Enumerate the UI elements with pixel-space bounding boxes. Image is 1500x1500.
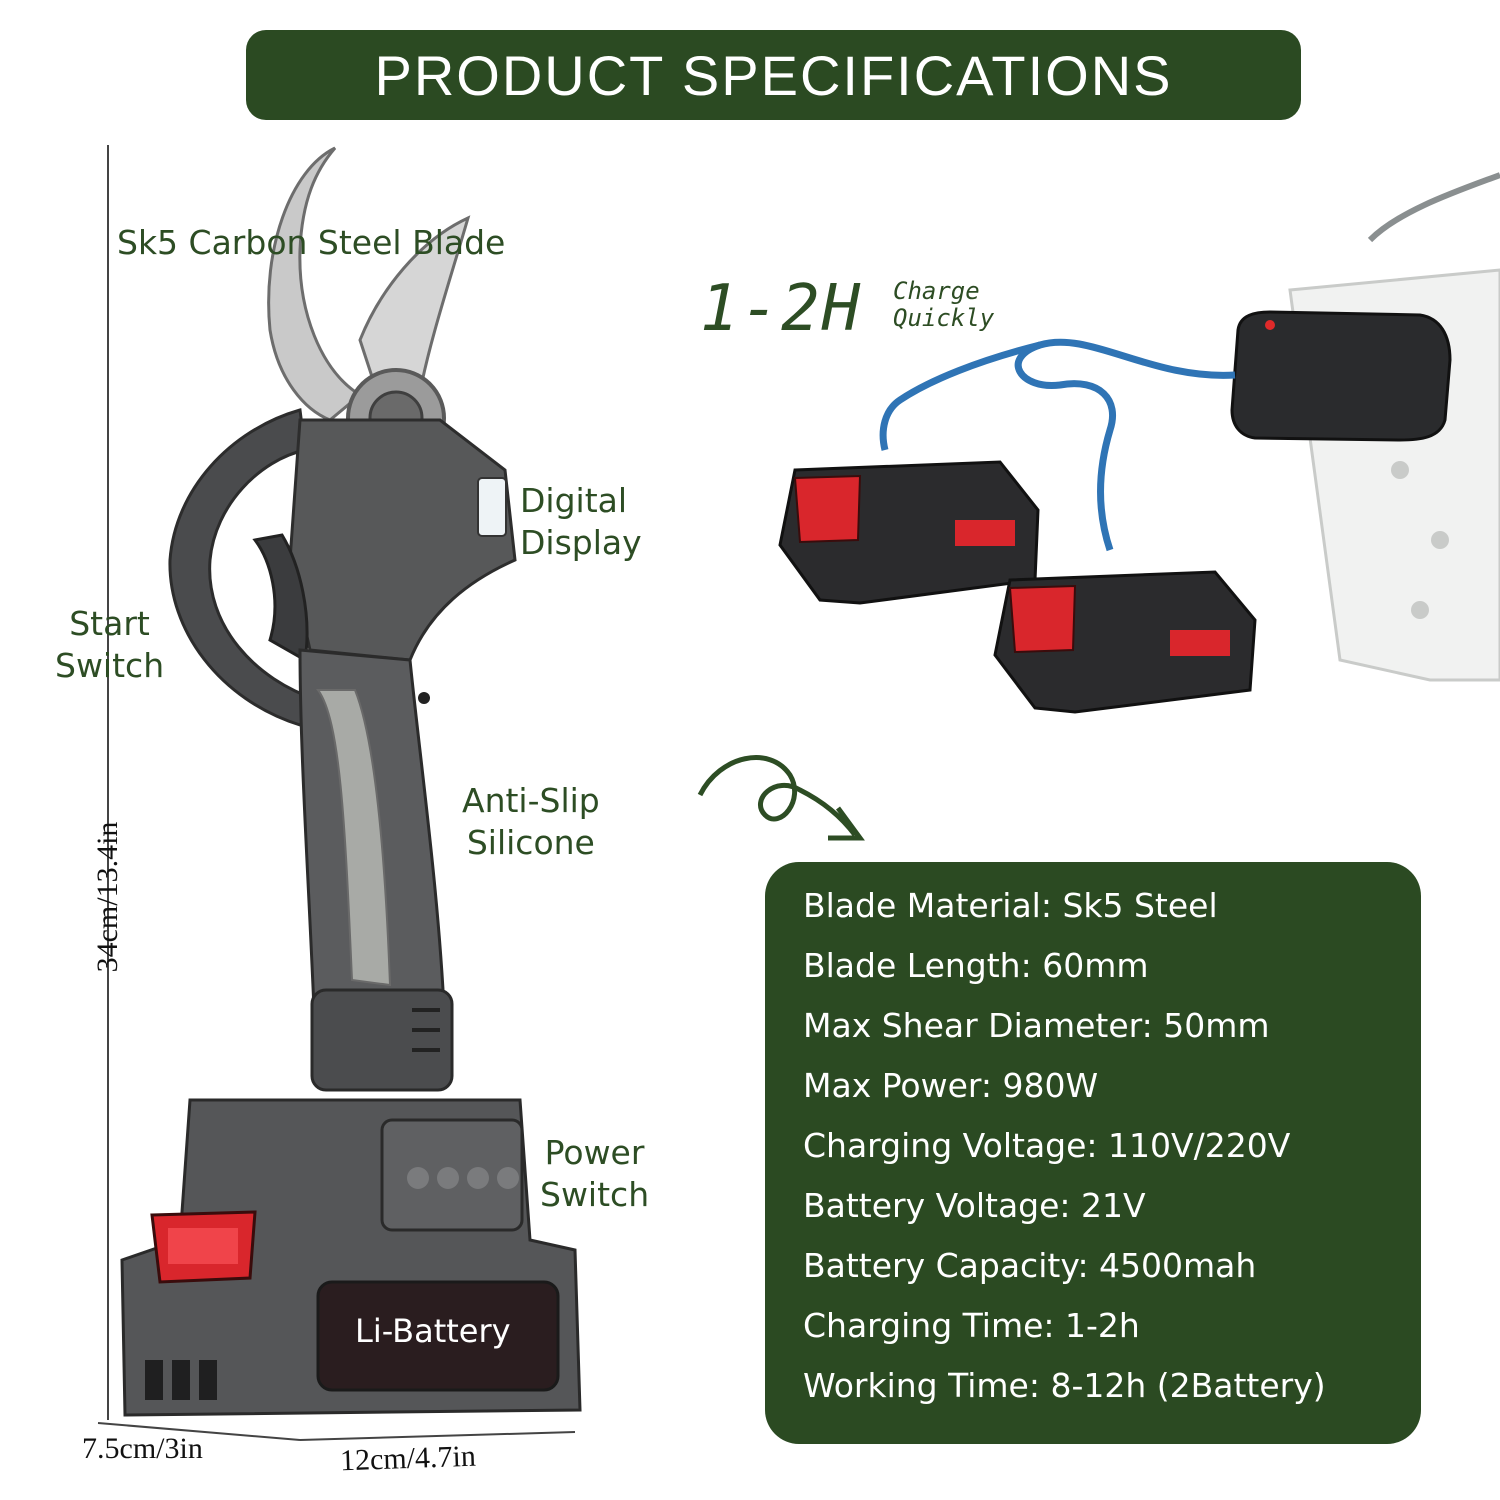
spare-battery-1 — [778, 460, 1040, 605]
spec-line: Charging Time: 1-2h — [803, 1306, 1140, 1345]
blade-callout: Sk5 Carbon Steel Blade — [117, 223, 506, 262]
charge-time: 1-2H — [700, 272, 863, 346]
spec-box: Blade Material: Sk5 Steel Blade Length: … — [765, 862, 1421, 1444]
battery-label: Li-Battery — [355, 1312, 511, 1350]
height-dimension: 34cm/13.4in — [91, 821, 124, 973]
width-dimension: 12cm/4.7in — [339, 1439, 477, 1478]
spec-line: Max Power: 980W — [803, 1066, 1099, 1105]
spec-line: Working Time: 8-12h (2Battery) — [803, 1366, 1326, 1405]
title-banner: PRODUCT SPECIFICATIONS — [246, 30, 1301, 120]
display-callout: Digital Display — [520, 481, 642, 562]
spare-battery-2 — [993, 570, 1257, 714]
charge-note: Charge Quickly — [893, 277, 995, 332]
spec-line: Charging Voltage: 110V/220V — [803, 1126, 1291, 1165]
spec-line: Blade Material: Sk5 Steel — [803, 886, 1218, 925]
anti-slip-callout: Anti-Slip Silicone — [462, 781, 600, 862]
spec-line: Battery Voltage: 21V — [803, 1186, 1146, 1225]
spec-line: Battery Capacity: 4500mah — [803, 1246, 1257, 1285]
charger-adapter — [1230, 310, 1452, 442]
charging-cable — [1014, 338, 1236, 552]
spec-line: Blade Length: 60mm — [803, 946, 1149, 985]
depth-dimension: 7.5cm/3in — [82, 1432, 203, 1465]
arrow-icon — [697, 755, 857, 837]
li-battery-pack — [120, 1098, 582, 1417]
page-title: PRODUCT SPECIFICATIONS — [374, 43, 1173, 107]
power-switch-callout: Power Switch — [540, 1133, 650, 1214]
start-switch-callout: Start Switch — [55, 604, 165, 685]
spec-line: Max Shear Diameter: 50mm — [803, 1006, 1270, 1045]
